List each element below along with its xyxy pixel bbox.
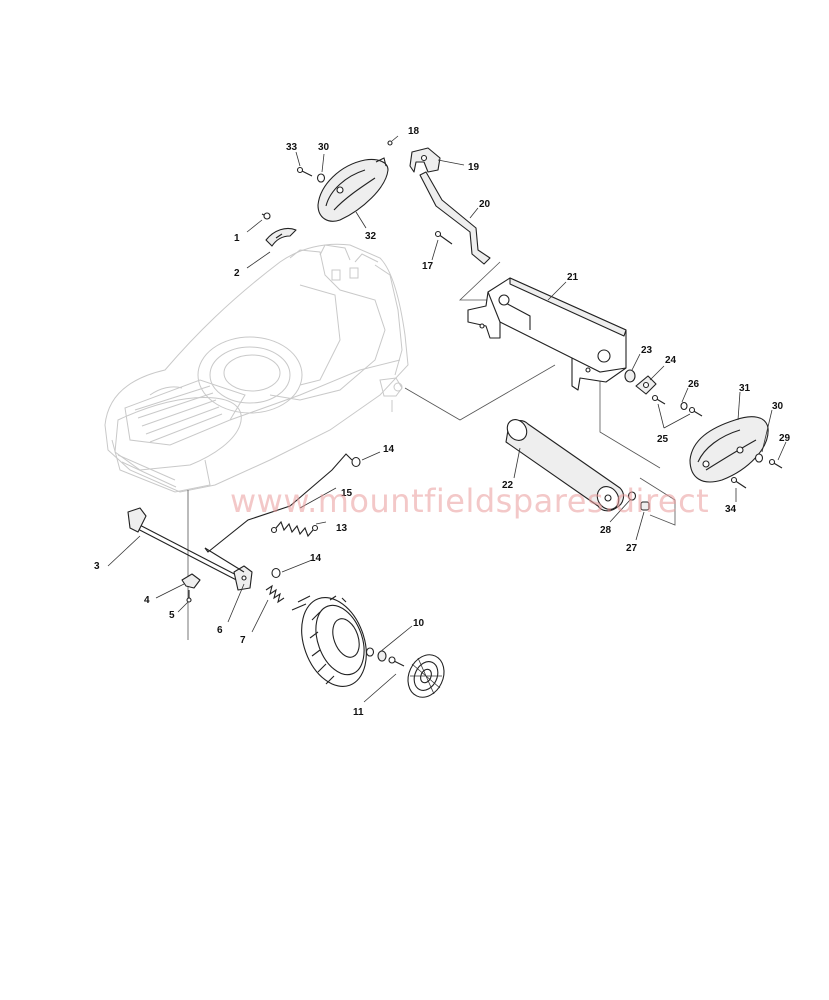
callout-20: 20 [479, 199, 491, 210]
callout-24: 24 [665, 355, 677, 366]
callout-14-lower: 14 [310, 553, 322, 564]
part-6-lever-plate [233, 565, 253, 591]
part-30-washer-right [754, 453, 764, 463]
callout-30-right: 30 [772, 401, 784, 412]
part-1-screw [261, 212, 271, 220]
part-18-screw [387, 140, 393, 146]
callout-25: 25 [657, 434, 669, 445]
part-27-bush [640, 501, 650, 511]
part-14-washer-upper [351, 456, 361, 468]
part-10-wheel-bolt [388, 656, 405, 667]
callout-28: 28 [600, 525, 612, 536]
callout-34: 34 [725, 504, 737, 515]
callout-21: 21 [567, 272, 579, 283]
part-30-washer-left [316, 173, 326, 183]
callout-18: 18 [408, 126, 420, 137]
part-5-screw [186, 590, 192, 603]
callout-19: 19 [468, 162, 480, 173]
part-19-handle-clamp [409, 147, 441, 173]
part-11-hubcap [407, 654, 445, 698]
part-20-handle-bar [419, 171, 491, 265]
callout-5: 5 [169, 610, 175, 621]
callout-13: 13 [336, 523, 348, 534]
part-2-clip [265, 227, 297, 247]
callout-6: 6 [217, 625, 223, 636]
callout-15: 15 [341, 488, 353, 499]
part-7-spring [265, 584, 285, 604]
callout-11: 11 [353, 707, 364, 718]
part-25-screw [651, 394, 666, 405]
mower-deck-outline [104, 243, 409, 493]
callout-4: 4 [144, 595, 150, 606]
part-29-screw [768, 458, 783, 469]
part-15-cable-rod [204, 453, 353, 573]
callout-1: 1 [234, 233, 240, 244]
callout-30-left: 30 [318, 142, 330, 153]
callout-labels: 1 2 3 4 5 6 7 10 11 13 14 14 15 17 18 19… [94, 126, 791, 718]
part-26-washer [680, 401, 688, 411]
callout-14-upper: 14 [383, 444, 395, 455]
callout-7: 7 [240, 635, 246, 646]
callout-31: 31 [739, 383, 751, 394]
callout-29: 29 [779, 433, 791, 444]
callout-leader-lines [107, 135, 787, 703]
callout-27: 27 [626, 543, 638, 554]
part-13-tension-spring [270, 520, 319, 538]
watermark-text: www.mountfieldspares.direct [230, 482, 709, 520]
part-28-washer [627, 491, 637, 501]
callout-23: 23 [641, 345, 653, 356]
part-32-left-cover [317, 157, 389, 222]
callout-22: 22 [502, 480, 514, 491]
part-14-washer-lower [271, 567, 281, 579]
rear-wheel [291, 595, 367, 687]
part-21-roller-frame [467, 277, 627, 391]
callout-32: 32 [365, 231, 377, 242]
callout-3: 3 [94, 561, 100, 572]
part-23-bearing [624, 369, 636, 383]
callout-17: 17 [422, 261, 434, 272]
part-22-roller [505, 419, 625, 512]
callout-26: 26 [688, 379, 700, 390]
part-34-screw [730, 476, 747, 489]
callout-2: 2 [234, 268, 240, 279]
part-3-axle-bar [127, 507, 249, 587]
callout-33: 33 [286, 142, 298, 153]
part-31-right-cover [689, 416, 769, 483]
part-26-screw [688, 406, 703, 417]
wheel-spacers [365, 647, 387, 662]
callout-10: 10 [413, 618, 425, 629]
part-33-screw [296, 166, 313, 177]
part-4-bracket [181, 573, 201, 589]
part-24-bearing-plate [635, 375, 657, 395]
part-17-screw [434, 230, 453, 245]
